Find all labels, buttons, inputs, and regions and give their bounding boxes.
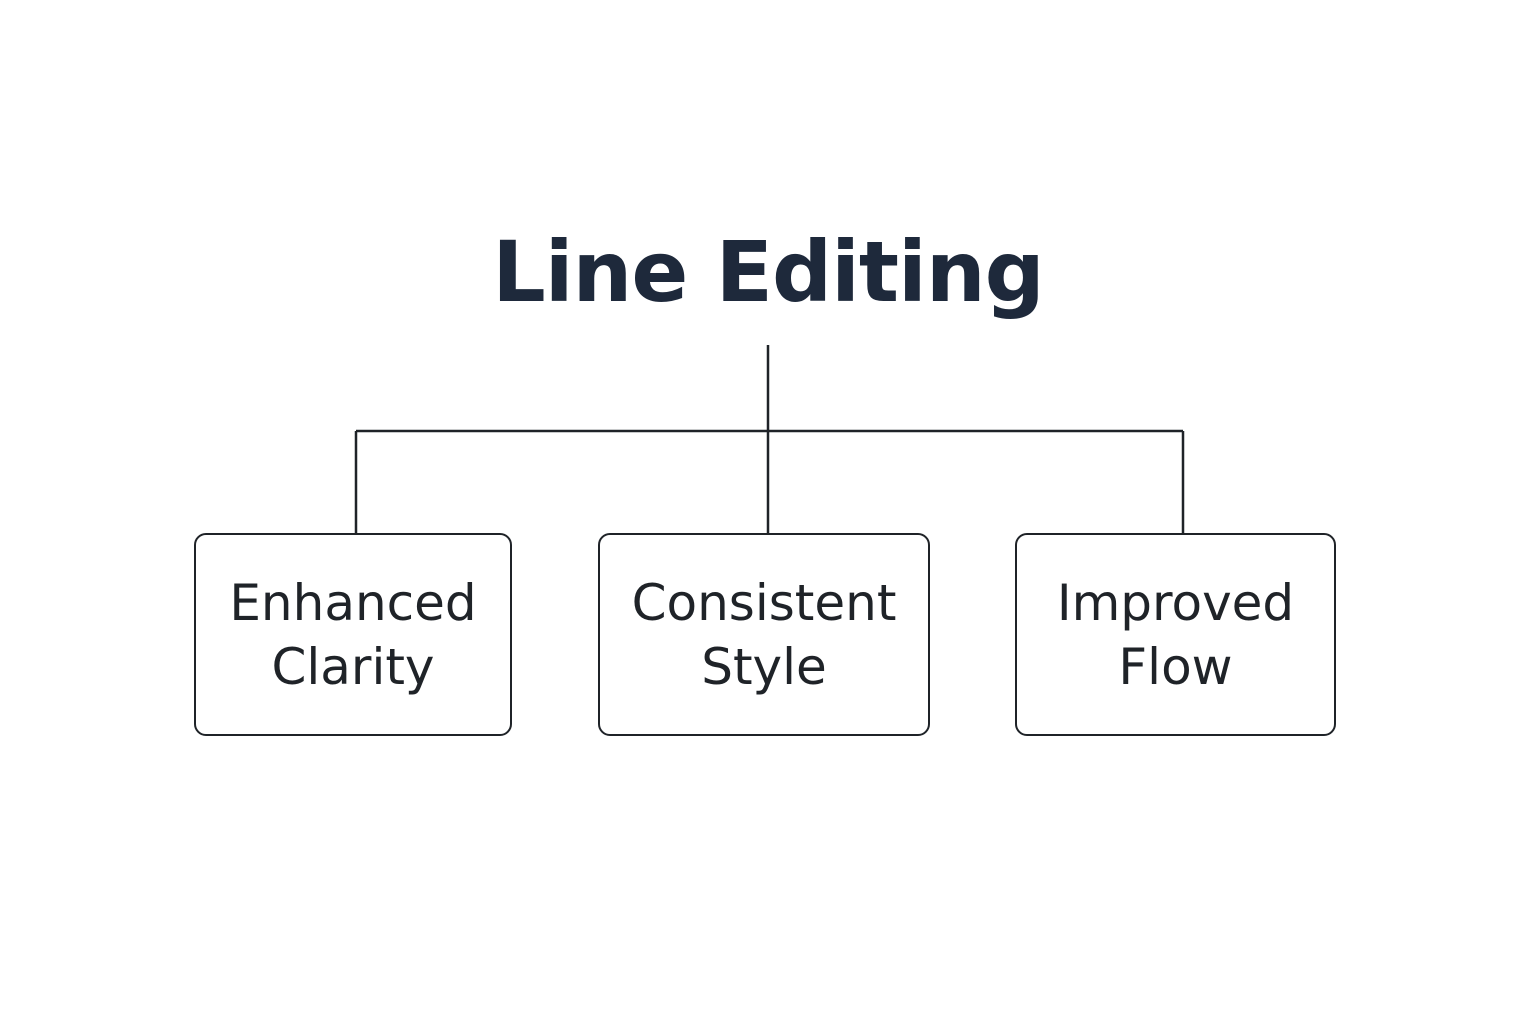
- node-label: Enhanced Clarity: [229, 573, 477, 696]
- node-improved-flow: Improved Flow: [1015, 533, 1336, 736]
- diagram-title: Line Editing: [492, 223, 1045, 321]
- node-consistent-style: Consistent Style: [598, 533, 930, 736]
- node-label: Improved Flow: [1056, 573, 1295, 696]
- node-enhanced-clarity: Enhanced Clarity: [194, 533, 512, 736]
- node-label: Consistent Style: [631, 573, 897, 696]
